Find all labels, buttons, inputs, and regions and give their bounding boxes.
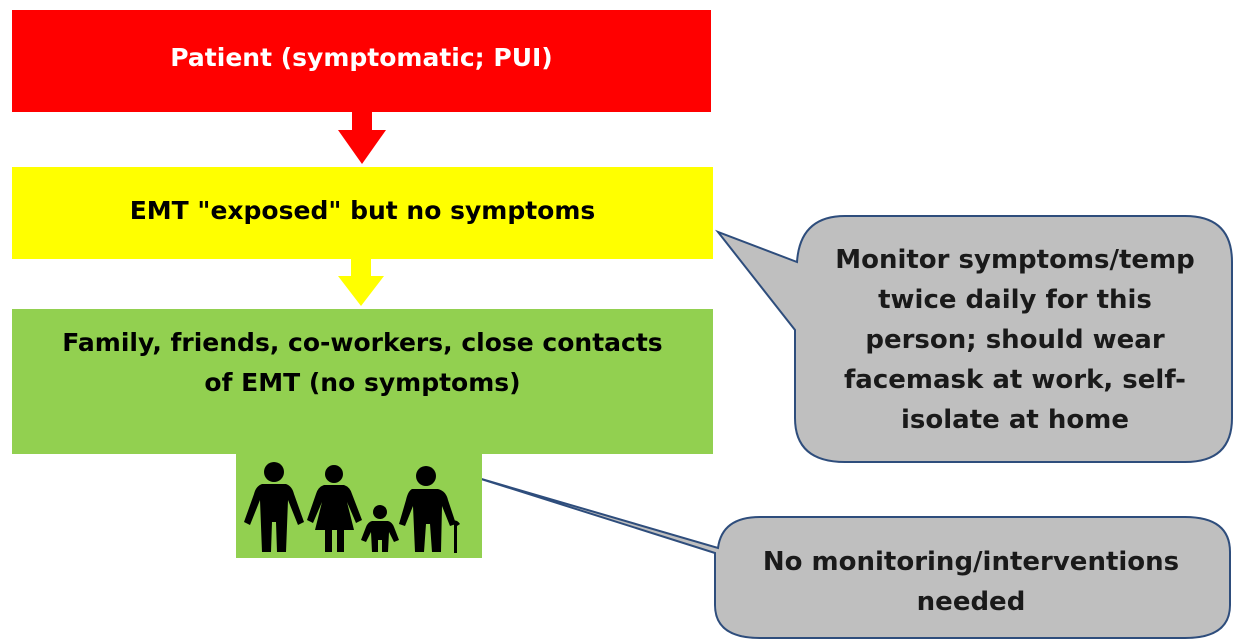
patient-label: Patient (symptomatic; PUI)	[170, 42, 553, 72]
emt-box: EMT "exposed" but no symptoms	[12, 167, 713, 259]
emt-label: EMT "exposed" but no symptoms	[129, 195, 596, 225]
family-silhouettes-icon	[244, 462, 460, 553]
callout-bubble-emt	[714, 215, 1233, 463]
callout-bubble-family	[477, 477, 1231, 639]
family-box	[236, 452, 482, 558]
callout-family-label: No monitoring/interventions needed	[762, 547, 1180, 617]
callout-text-emt: Monitor symptoms/temp twice daily for th…	[800, 236, 1230, 446]
arrow-down-red	[338, 111, 386, 164]
patient-box: Patient (symptomatic; PUI)	[12, 10, 711, 112]
callout-emt-label: Monitor symptoms/temp twice daily for th…	[835, 245, 1195, 435]
callout-text-family: No monitoring/interventions needed	[718, 540, 1224, 636]
contacts-label: Family, friends, co-workers, close conta…	[62, 328, 663, 397]
arrow-down-yellow	[338, 258, 384, 306]
contacts-box: Family, friends, co-workers, close conta…	[12, 309, 713, 454]
